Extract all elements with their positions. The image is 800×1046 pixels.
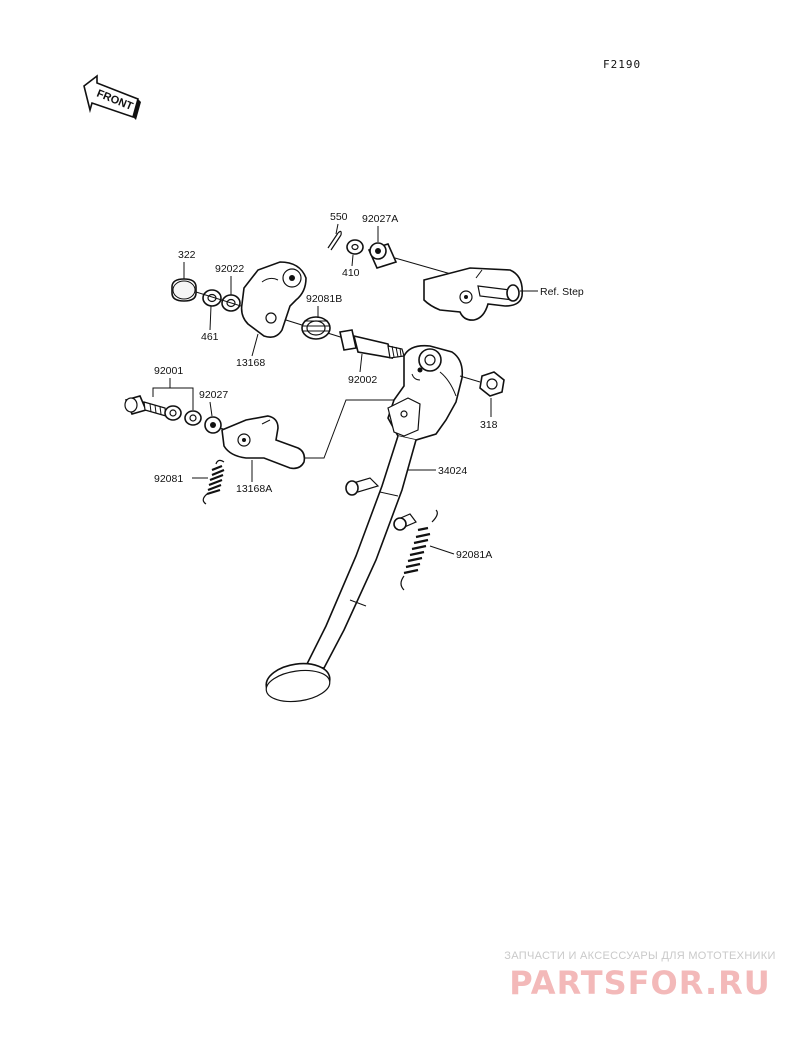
label-92001: 92001 — [154, 365, 183, 377]
spring-92081A — [400, 509, 438, 591]
label-13168A: 13168A — [236, 483, 272, 495]
collar-92027 — [204, 416, 222, 434]
label-92081A: 92081A — [456, 549, 492, 561]
washer-410 — [346, 239, 364, 255]
label-92002: 92002 — [348, 374, 377, 386]
label-550: 550 — [330, 211, 348, 223]
spring-92081 — [202, 459, 225, 505]
watermark-brand: PARTSFOR.RU — [509, 964, 771, 1002]
cap-322 — [171, 278, 197, 302]
bracket-13168 — [240, 261, 307, 338]
side-stand-34024 — [265, 344, 464, 703]
label-ref-step: Ref. Step — [540, 286, 584, 298]
spring-92081B — [301, 316, 331, 340]
label-318: 318 — [480, 419, 498, 431]
label-92081B: 92081B — [306, 293, 342, 305]
part-labels: 550 92027A 410 322 92022 461 13168 92081… — [154, 211, 584, 561]
front-arrow-icon: FRONT — [83, 74, 141, 120]
label-322: 322 — [178, 249, 196, 261]
collar-92027A — [367, 242, 398, 269]
label-92022: 92022 — [215, 263, 244, 275]
label-92027: 92027 — [199, 389, 228, 401]
label-92027A: 92027A — [362, 213, 398, 225]
nut-318 — [479, 371, 505, 397]
bolt-92001 — [124, 395, 167, 417]
label-13168: 13168 — [236, 357, 265, 369]
ref-step-bracket — [423, 267, 524, 321]
diagram-code: F2190 — [603, 58, 641, 71]
label-92081: 92081 — [154, 473, 183, 485]
washer-461 — [202, 289, 222, 307]
washer-92001b — [184, 410, 202, 426]
pivot-bolt-92002 — [339, 329, 405, 360]
watermark-tagline: ЗАПЧАСТИ И АКСЕССУАРЫ ДЛЯ МОТОТЕХНИКИ — [504, 950, 776, 962]
label-461: 461 — [201, 331, 219, 343]
cotter-pin-550 — [327, 230, 342, 251]
bracket-13168A — [221, 415, 306, 470]
label-34024: 34024 — [438, 465, 467, 477]
label-410: 410 — [342, 267, 360, 279]
washer-92001 — [164, 405, 182, 421]
